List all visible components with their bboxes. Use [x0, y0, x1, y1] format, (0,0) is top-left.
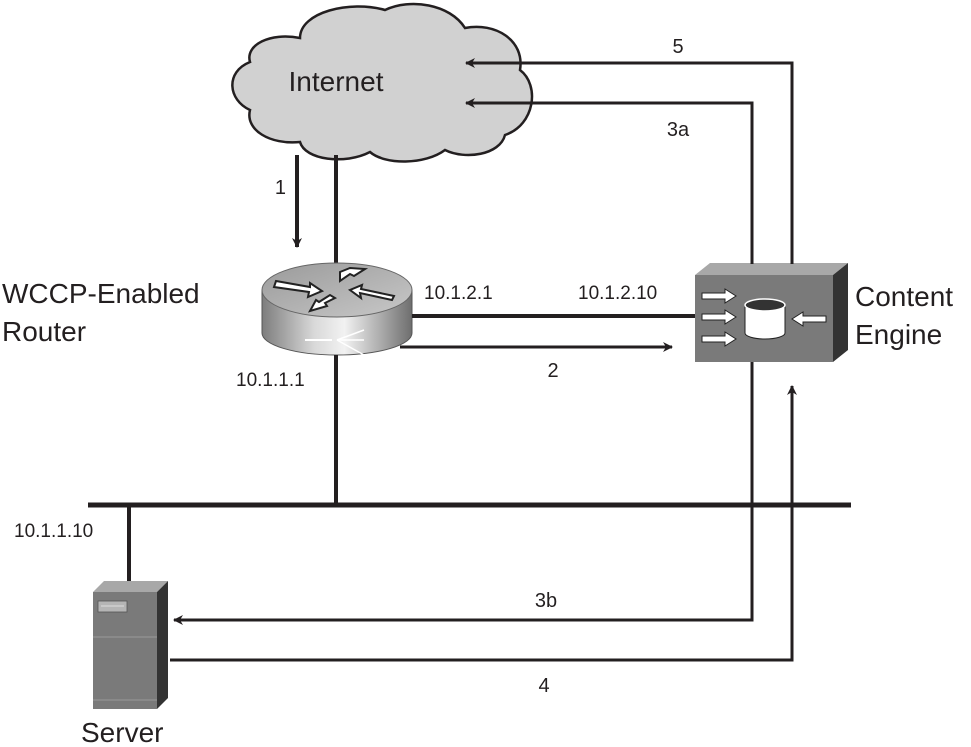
flow-arrow-3a: [465, 98, 754, 264]
ce-ip: 10.1.2.10: [578, 283, 657, 304]
router-icon: [261, 262, 413, 356]
internet-label: Internet: [289, 66, 384, 97]
flow-arrow-5: [465, 58, 794, 264]
flow-arrow-4: [170, 385, 797, 662]
flow-label-3a: 3a: [667, 119, 690, 141]
flow-arrow-3b: [173, 362, 754, 625]
flow-label-5: 5: [672, 36, 683, 58]
flow-label-2: 2: [547, 360, 558, 382]
server-label: Server: [81, 717, 163, 747]
ce-label-line2: Engine: [855, 319, 942, 350]
server-icon: [93, 581, 168, 709]
router-label-line1: WCCP-Enabled: [2, 278, 200, 309]
ce-label-line1: Content: [855, 281, 953, 312]
flow-label-4: 4: [538, 675, 549, 697]
server-ip: 10.1.1.10: [14, 521, 93, 542]
flow-label-3b: 3b: [535, 590, 557, 612]
internet-cloud: Internet: [231, 2, 534, 163]
content-engine-icon: [695, 263, 848, 362]
router-label-line2: Router: [2, 316, 86, 347]
router-lan-ip: 10.1.1.1: [236, 370, 305, 391]
flow-label-1: 1: [275, 177, 286, 199]
router-ce-ip: 10.1.2.1: [424, 283, 493, 304]
